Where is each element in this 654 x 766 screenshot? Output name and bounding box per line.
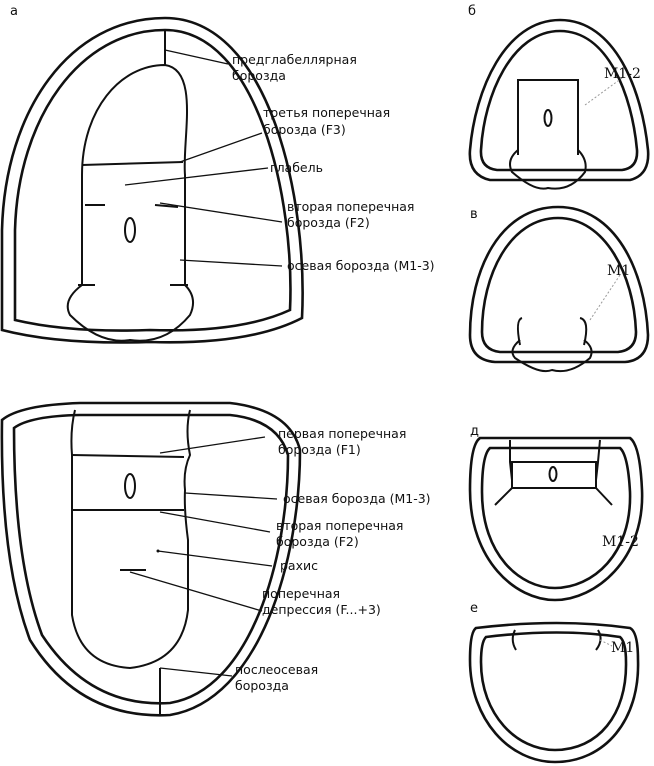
label-e-m1: M1 — [611, 640, 634, 656]
label-preglabellar: предглабеллярная — [232, 52, 357, 67]
label-depression-2: депрессия (F...+3) — [262, 602, 381, 617]
label-rachis: рахис — [280, 558, 318, 573]
pygidium-inner-border — [12, 413, 290, 705]
label-v-m1: M1 — [607, 263, 630, 279]
cephalon-inner-border — [13, 28, 292, 332]
label-preglabellar-2: борозда — [232, 68, 286, 83]
label-f2-2: борозда (F2) — [287, 215, 370, 230]
label-postaxial: послеосевая — [235, 662, 318, 677]
glabella — [81, 63, 188, 285]
second-furrow-right — [154, 204, 179, 208]
label-glabella: глабель — [270, 160, 323, 175]
panel-d: д M1-2 — [468, 424, 644, 602]
label-f2: вторая поперечная — [287, 199, 414, 214]
first-ring-furrow — [71, 454, 185, 458]
panel-e: е M1 — [468, 601, 640, 764]
label-f1-2: борозда (F1) — [278, 442, 361, 457]
label-f1: первая поперечная — [278, 426, 406, 441]
label-d-m12: M1-2 — [602, 534, 639, 550]
cephalon-outer-border — [0, 16, 304, 344]
label-f3-2: борозда (F3) — [263, 122, 346, 137]
label-axial: осевая борозда (M1-3) — [287, 258, 435, 273]
panel-letter-d: д — [470, 424, 479, 439]
label-pyg-f2-2: борозда (F2) — [276, 534, 359, 549]
panel-letter-e: е — [470, 601, 478, 616]
panel-a-cephalon: а предглабеллярная борозда третья попере… — [0, 4, 435, 344]
label-pyg-axial: осевая борозда (M1-3) — [283, 491, 431, 506]
median-tubercle — [124, 217, 136, 243]
axial-tubercle — [124, 473, 136, 499]
rachis-outline — [70, 409, 192, 670]
label-postaxial-2: борозда — [235, 678, 289, 693]
label-f3: третья поперечная — [263, 105, 390, 120]
occipital-ring — [66, 284, 195, 342]
panel-letter-a: а — [10, 4, 18, 19]
label-pyg-f2: вторая поперечная — [276, 518, 403, 533]
panel-pygidium: первая поперечная борозда (F1) осевая бо… — [0, 401, 431, 717]
panel-b: б M1-2 — [468, 4, 650, 190]
panel-letter-v: в — [470, 207, 478, 222]
pygidium-outer-border — [0, 401, 302, 717]
panel-v: в M1 — [468, 205, 650, 373]
label-b-m12: M1-2 — [604, 66, 641, 82]
third-transverse-furrow — [81, 161, 184, 166]
label-depression: поперечная — [262, 586, 340, 601]
panel-letter-b: б — [468, 4, 476, 19]
